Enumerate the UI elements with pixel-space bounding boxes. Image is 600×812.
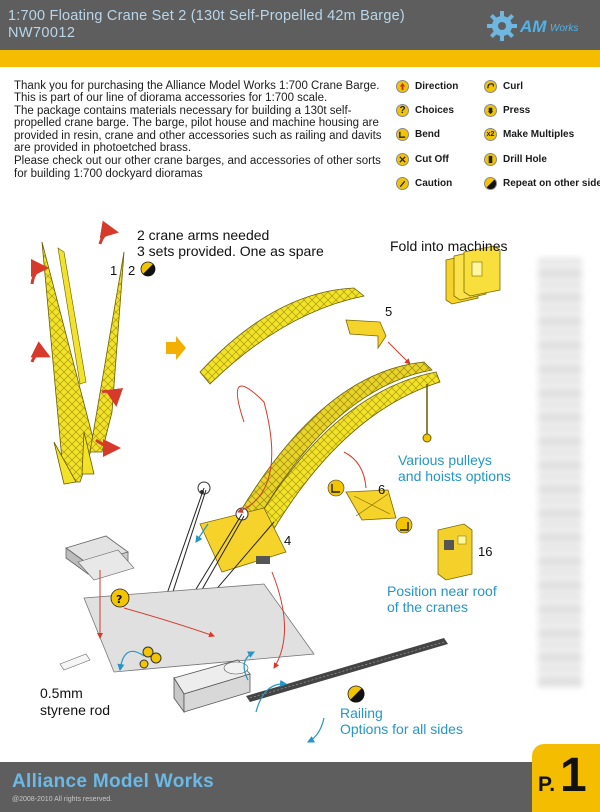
- intro-text: Thank you for purchasing the Alliance Mo…: [14, 80, 392, 180]
- page-header: 1:700 Floating Crane Set 2 (130t Self-Pr…: [0, 0, 600, 50]
- part-number-16: 16: [478, 544, 493, 559]
- resin-blocks: [65, 535, 135, 581]
- railing-label-line2: Options for all sides: [340, 721, 463, 737]
- page-number: 1: [560, 749, 587, 802]
- barge-hull: [173, 659, 251, 714]
- legend-item-repeat-other-side: Repeat on other side: [484, 177, 600, 190]
- svg-text:?: ?: [116, 593, 122, 606]
- footer-brand: Alliance Model Works: [12, 771, 215, 792]
- assembled-crane-arms: [239, 361, 441, 533]
- am-works-logo: AM Works: [486, 8, 596, 44]
- curl-icon: [484, 80, 497, 93]
- intro-paragraph: The package contains materials necessary…: [14, 104, 382, 155]
- press-icon: [484, 104, 497, 117]
- choices-icon: ?: [396, 104, 409, 117]
- page-footer: Alliance Model Works @2008-2010 All righ…: [0, 762, 600, 812]
- gear-icon: [487, 11, 517, 41]
- legend-item-choices: ?Choices: [396, 104, 454, 117]
- position-arrows: [117, 523, 325, 743]
- pilot-house: [437, 523, 473, 581]
- flat-crane-arm-fret: [41, 241, 125, 485]
- legend-item-press: Press: [484, 104, 530, 117]
- sets-provided-label: 3 sets provided. One as spare: [137, 243, 324, 259]
- assembly-illustration: ?: [30, 220, 501, 743]
- page-prefix: P.: [538, 773, 556, 796]
- pulleys-label-line1: Various pulleys: [398, 452, 492, 468]
- caution-icon: [396, 177, 409, 190]
- choices-icon: [110, 588, 130, 608]
- part-number-4: 4: [284, 533, 292, 548]
- placement-arrows: [97, 385, 367, 669]
- machine-housing: [445, 245, 501, 305]
- intro-paragraph: Thank you for purchasing the Alliance Mo…: [14, 80, 380, 105]
- legend-item-curl: Curl: [484, 80, 523, 93]
- bend-icon: [327, 479, 345, 497]
- part-number-6: 6: [378, 482, 386, 497]
- make-multiples-icon: x2: [484, 128, 497, 141]
- railing-label-line1: Railing: [340, 705, 383, 721]
- assembly-diagram: ? 2 crane arms needed 3 sets provided. O…: [24, 212, 576, 760]
- barge-deck: [83, 583, 315, 673]
- crane-base-vent: [256, 556, 270, 564]
- legend-item-drill-hole: Drill Hole: [484, 153, 547, 166]
- arms-needed-label: 2 crane arms needed: [137, 227, 270, 243]
- page-number-tab: P. 1: [532, 744, 600, 812]
- curl-arrows: [30, 220, 124, 457]
- pulleys-label-line2: and hoists options: [398, 468, 511, 484]
- part-number-1: 1: [110, 263, 118, 278]
- legend-item-cut-off: Cut Off: [396, 153, 449, 166]
- blurred-side-strip: [538, 258, 582, 688]
- logo-works-text: Works: [550, 23, 579, 34]
- intro-paragraph: Please check out our other crane barges,…: [14, 155, 381, 180]
- product-code: NW70012: [8, 25, 76, 41]
- drill-hole-icon: [484, 153, 497, 166]
- part-number-5: 5: [385, 304, 393, 319]
- legend-item-direction: Direction: [396, 80, 458, 93]
- direction-icon: [396, 80, 409, 93]
- position-label-line1: Position near roof: [387, 583, 497, 599]
- header-accent-band: [0, 50, 600, 67]
- styrene-rod-label-line1: 0.5mm: [40, 685, 83, 701]
- document-title: 1:700 Floating Crane Set 2 (130t Self-Pr…: [8, 8, 405, 24]
- position-label-line2: of the cranes: [387, 599, 468, 615]
- logo-am-text: AM: [520, 17, 547, 36]
- styrene-rod-label-line2: styrene rod: [40, 702, 111, 718]
- bend-icon: [396, 128, 409, 141]
- bracket-part: [345, 319, 387, 350]
- legend-item-bend: Bend: [396, 128, 440, 141]
- davit-part: [345, 489, 397, 521]
- cut-off-icon: [396, 153, 409, 166]
- part-number-2: 2: [128, 263, 136, 278]
- railing-strip: [246, 638, 448, 702]
- footer-copyright: @2008-2010 All rights reserved.: [12, 796, 113, 803]
- repeat-other-side-icon: [484, 177, 497, 190]
- folded-crane-arm: [199, 287, 365, 385]
- styrene-rod: [59, 653, 91, 671]
- direction-arrow: [166, 336, 186, 360]
- fold-into-machines-label: Fold into machines: [390, 238, 508, 254]
- legend-item-caution: Caution: [396, 177, 452, 190]
